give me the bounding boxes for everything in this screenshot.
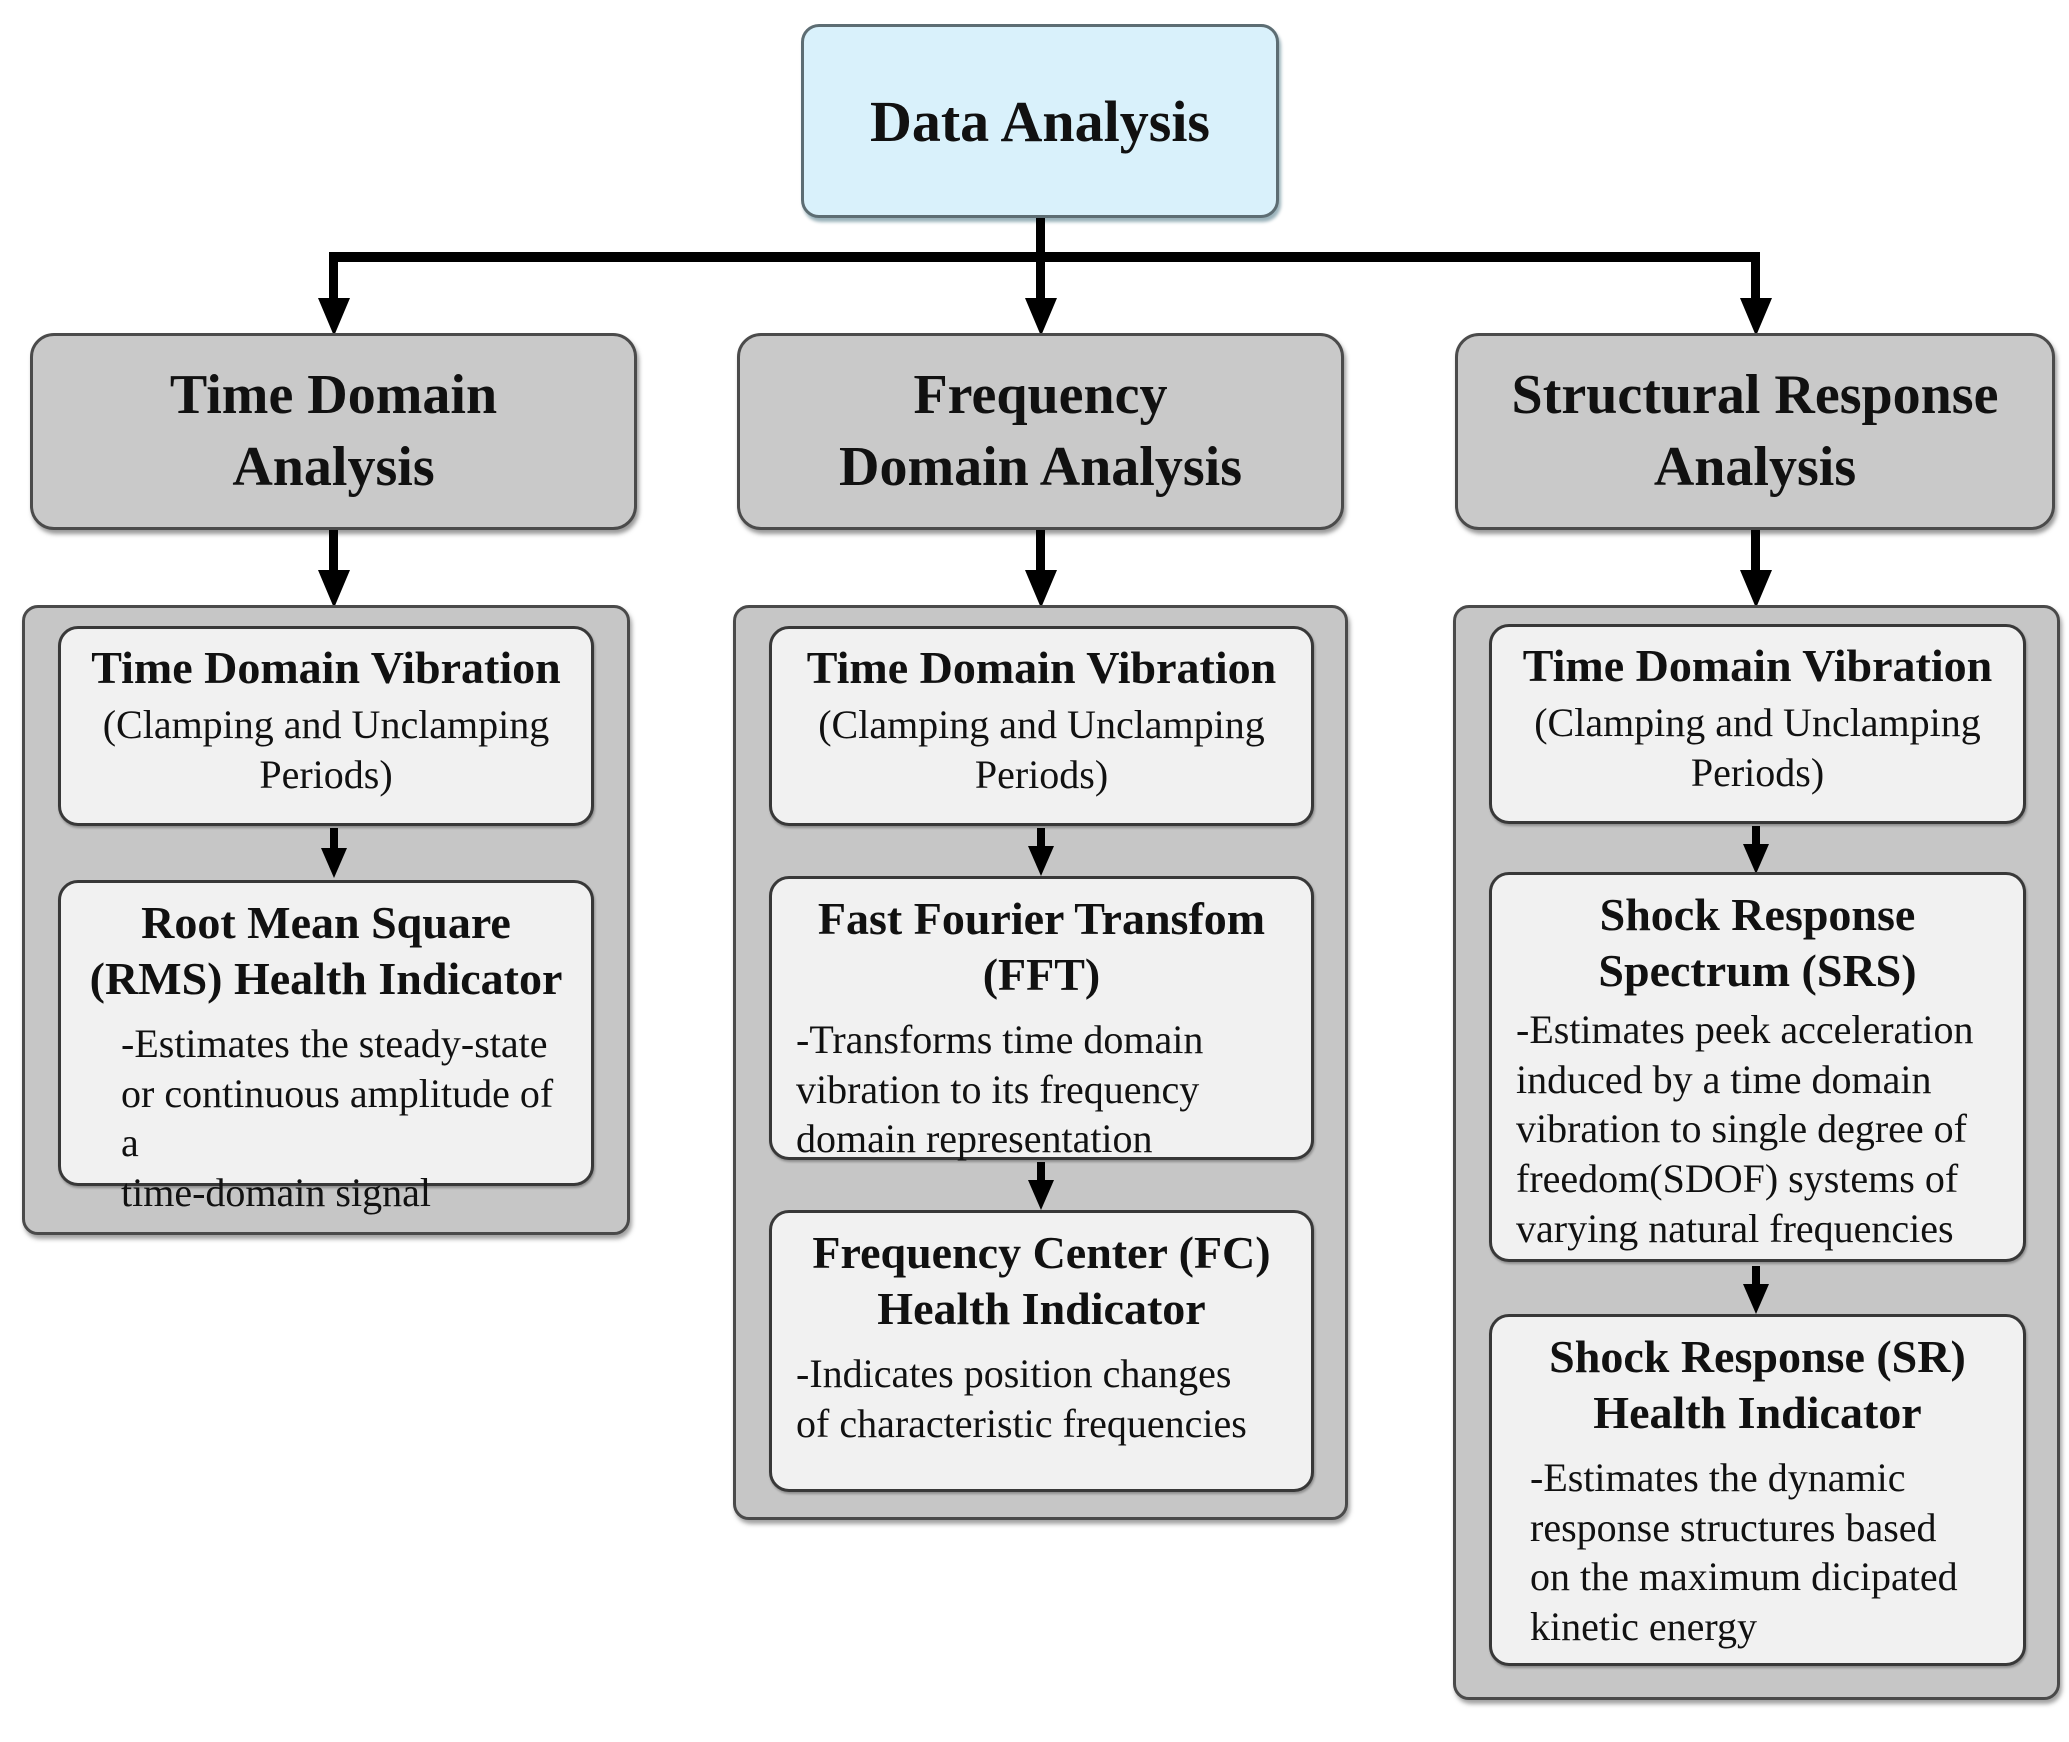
connector-frequency-group xyxy=(1036,530,1045,576)
node-frequency-center-health-indicator: Frequency Center (FC) Health Indicator -… xyxy=(769,1210,1314,1492)
arrowhead-time-domain-group xyxy=(318,570,350,608)
connector-col3-inner-2 xyxy=(1752,1266,1760,1286)
node-desc: -Transforms time domain vibration to its… xyxy=(796,1017,1204,1162)
node-time-domain-vibration-1: Time Domain Vibration (Clamping and Uncl… xyxy=(58,626,594,826)
node-desc: -Estimates peek acceleration induced by … xyxy=(1516,1007,1974,1251)
node-structural-response-analysis: Structural Response Analysis xyxy=(1455,333,2055,530)
node-desc: (Clamping and Unclamping Periods) xyxy=(102,702,550,798)
arrowhead-to-time-domain-analysis xyxy=(318,298,350,336)
node-sr-health-indicator: Shock Response (SR) Health Indicator -Es… xyxy=(1489,1314,2026,1666)
node-desc: (Clamping and Unclamping Periods) xyxy=(818,702,1265,798)
arrowhead-structural-group xyxy=(1740,570,1772,608)
arrowhead-to-frequency-domain-analysis xyxy=(1025,298,1057,336)
arrowhead-frequency-group xyxy=(1025,570,1057,608)
node-srs: Shock Response Spectrum (SRS) -Estimates… xyxy=(1489,872,2026,1262)
node-desc: (Clamping and Unclamping Periods) xyxy=(1534,700,1981,796)
node-desc: -Estimates the steady-state or continuou… xyxy=(121,1021,554,1215)
connector-horizontal-bar xyxy=(329,252,1760,262)
root-node-data-analysis: Data Analysis xyxy=(801,24,1279,218)
node-frequency-domain-analysis: Frequency Domain Analysis xyxy=(737,333,1344,530)
arrowhead-col1-inner xyxy=(321,848,347,878)
connector-left-drop xyxy=(329,252,338,302)
node-title: Time Domain Vibration xyxy=(91,642,561,694)
arrowhead-col2-inner-2 xyxy=(1028,1180,1054,1210)
node-title: Fast Fourier Transfom (FFT) xyxy=(817,893,1266,1001)
connector-structural-group xyxy=(1751,530,1760,576)
connector-col2-inner-2 xyxy=(1037,1162,1045,1182)
node-title: Frequency Center (FC) Health Indicator xyxy=(812,1227,1271,1335)
arrowhead-col2-inner-1 xyxy=(1028,846,1054,876)
node-time-domain-analysis: Time Domain Analysis xyxy=(30,333,637,530)
connector-col3-inner-1 xyxy=(1752,826,1760,846)
connector-time-domain-group xyxy=(329,530,338,576)
node-fft: Fast Fourier Transfom (FFT) -Transforms … xyxy=(769,876,1314,1161)
arrowhead-to-structural-response-analysis xyxy=(1740,298,1772,336)
root-node-label: Data Analysis xyxy=(869,88,1210,154)
connector-center-drop xyxy=(1036,262,1045,302)
node-rms-health-indicator: Root Mean Square (RMS) Health Indicator … xyxy=(58,880,594,1215)
node-title: Time Domain Vibration xyxy=(806,642,1277,694)
node-title: Shock Response Spectrum (SRS) xyxy=(1598,889,1917,997)
connector-right-drop xyxy=(1751,252,1760,302)
node-desc: -Indicates position changes of character… xyxy=(796,1351,1247,1446)
node-time-domain-vibration-3: Time Domain Vibration (Clamping and Uncl… xyxy=(1489,624,2026,824)
arrowhead-col3-inner-2 xyxy=(1743,1284,1769,1314)
node-desc: -Estimates the dynamic response structur… xyxy=(1530,1455,1958,1649)
node-title: Shock Response (SR) Health Indicator xyxy=(1549,1331,1966,1439)
arrowhead-col3-inner-1 xyxy=(1743,844,1769,874)
node-title: Time Domain Vibration xyxy=(1522,640,1993,692)
connector-col2-inner-1 xyxy=(1037,828,1045,848)
connector-col1-inner xyxy=(330,828,338,850)
node-title: Root Mean Square (RMS) Health Indicator xyxy=(89,897,563,1005)
node-time-domain-vibration-2: Time Domain Vibration (Clamping and Uncl… xyxy=(769,626,1314,826)
connector-root-stem xyxy=(1036,218,1045,262)
